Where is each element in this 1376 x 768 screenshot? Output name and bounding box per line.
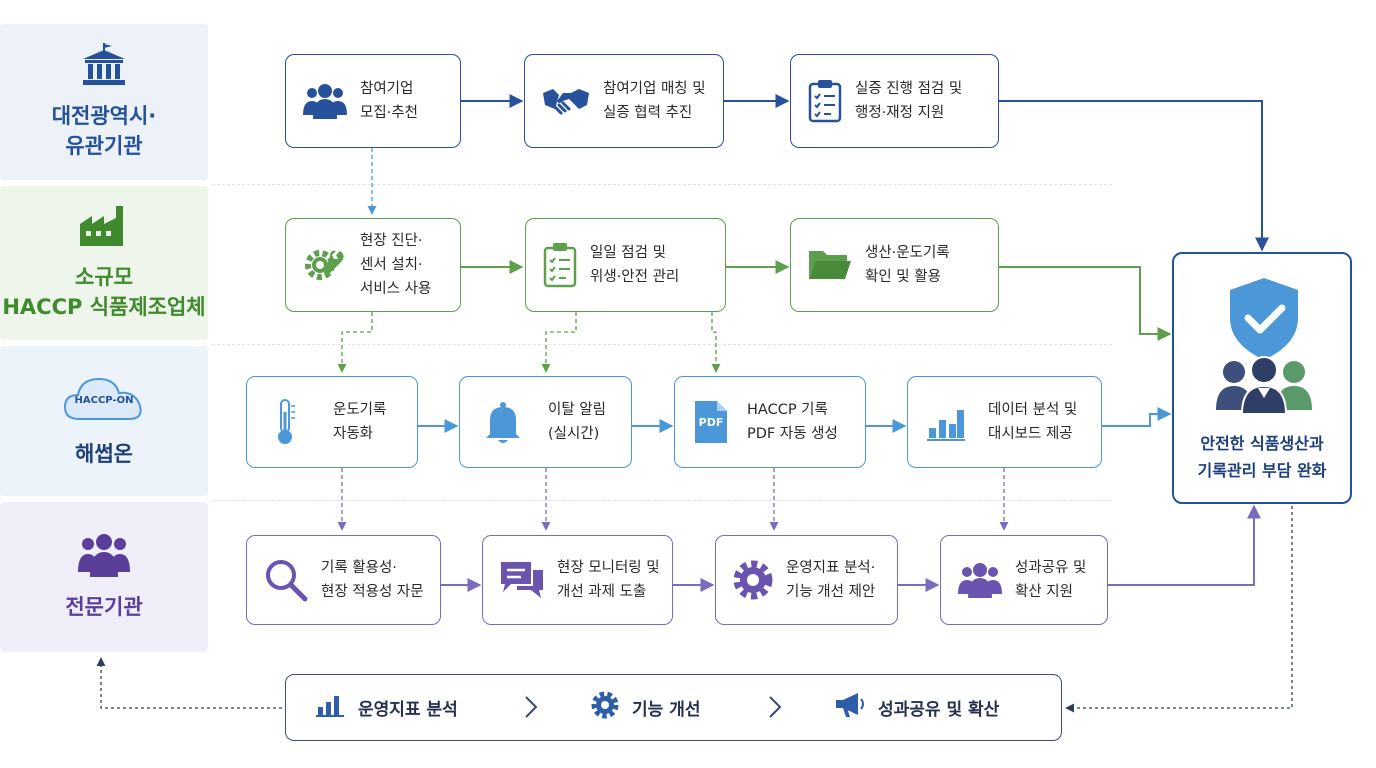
separator <box>212 500 1112 501</box>
haccpon-box-temp: 운도기록 자동화 <box>246 376 418 468</box>
government-building-icon <box>79 43 129 91</box>
lane-expert-label: 전문기관 <box>65 595 143 619</box>
cycle-bar: 운영지표 분석 기능 개선 성과공유 및 확산 <box>285 674 1062 741</box>
lane-gov: 대전광역시· 유관기관 <box>0 24 208 180</box>
cycle-item-share: 성과공유 및 확산 <box>834 675 999 739</box>
company-box-records-text: 생산·운도기록 확인 및 활용 <box>865 245 950 285</box>
haccpon-box-alert: 이탈 알림 (실시간) <box>459 376 632 468</box>
haccpon-box-pdf: PDF HACCP 기록 PDF 자동 생성 <box>674 376 866 468</box>
folder-icon <box>807 247 853 283</box>
pdf-icon: PDF <box>693 399 729 445</box>
cycle-item-analysis: 운영지표 분석 <box>316 675 458 739</box>
company-box-inspection: 일일 점검 및 위생·안전 관리 <box>525 218 726 312</box>
result-text: 안전한 식품생산과 기록관리 부담 완화 <box>1197 434 1327 480</box>
company-box-records: 생산·운도기록 확인 및 활용 <box>790 218 999 312</box>
expert-box-monitoring: 현장 모니터링 및 개선 과제 도출 <box>482 535 673 625</box>
bell-icon <box>482 400 524 444</box>
cycle-item-share-label: 성과공유 및 확산 <box>878 699 1000 720</box>
haccpon-box-dashboard: 데이터 분석 및 대시보드 제공 <box>907 376 1102 468</box>
cycle-item-analysis-label: 운영지표 분석 <box>358 699 458 720</box>
expert-box-indicator-text: 운영지표 분석· 기능 개선 제안 <box>786 560 876 600</box>
factory-icon <box>78 204 130 252</box>
haccp-on-badge: HACCP-ON <box>74 395 134 406</box>
haccpon-box-temp-text: 운도기록 자동화 <box>333 402 387 442</box>
gov-box-support: 실증 진행 점검 및 행정·재정 지원 <box>790 54 999 148</box>
people-group-icon <box>76 532 132 582</box>
pdf-icon-label: PDF <box>698 416 724 429</box>
gear-icon <box>590 690 620 724</box>
megaphone-icon <box>834 691 866 723</box>
gear-icon <box>732 559 774 601</box>
expert-box-sharing: 성과공유 및 확산 지원 <box>940 535 1108 625</box>
magnifier-icon <box>263 557 309 603</box>
chevron-right-icon <box>524 695 538 725</box>
gov-box-recruit-text: 참여기업 모집·추천 <box>360 81 418 121</box>
lane-haccpon-label: 해썹온 <box>75 442 133 466</box>
separator <box>212 344 1112 345</box>
bar-chart-icon <box>926 402 966 442</box>
lane-gov-label: 대전광역시· 유관기관 <box>51 104 157 158</box>
company-box-install: 현장 진단· 센서 설치· 서비스 사용 <box>285 218 461 312</box>
shield-check-users-icon <box>1212 274 1316 422</box>
cloud-icon: HACCP-ON <box>61 373 147 429</box>
gov-box-support-text: 실증 진행 점검 및 행정·재정 지원 <box>855 81 963 121</box>
users-icon <box>302 81 348 121</box>
lane-company: 소규모 HACCP 식품제조업체 <box>0 186 208 340</box>
expert-box-indicator: 운영지표 분석· 기능 개선 제안 <box>715 535 898 625</box>
haccpon-box-alert-text: 이탈 알림 (실시간) <box>548 402 606 442</box>
chat-bubbles-icon <box>499 560 545 600</box>
gov-box-matching: 참여기업 매칭 및 실증 협력 추진 <box>524 54 724 148</box>
handshake-icon <box>541 83 591 119</box>
company-box-inspection-text: 일일 점검 및 위생·안전 관리 <box>590 245 680 285</box>
clipboard-list-icon <box>542 242 578 288</box>
expert-box-sharing-text: 성과공유 및 확산 지원 <box>1015 560 1087 600</box>
expert-box-advice: 기록 활용성· 현장 적용성 자문 <box>246 535 441 625</box>
cycle-item-improve-label: 기능 개선 <box>632 699 701 720</box>
lane-company-label: 소규모 HACCP 식품제조업체 <box>2 265 206 319</box>
chevron-right-icon <box>768 695 782 725</box>
users-icon <box>957 560 1003 600</box>
thermometer-icon <box>273 398 297 446</box>
gear-wrench-icon <box>302 243 348 287</box>
gov-box-matching-text: 참여기업 매칭 및 실증 협력 추진 <box>603 81 706 121</box>
lane-expert: 전문기관 <box>0 502 208 652</box>
lane-haccpon: HACCP-ON 해썹온 <box>0 346 208 496</box>
clipboard-check-icon <box>807 79 843 123</box>
haccpon-box-pdf-text: HACCP 기록 PDF 자동 생성 <box>747 402 838 442</box>
haccpon-box-dashboard-text: 데이터 분석 및 대시보드 제공 <box>988 402 1078 442</box>
gov-box-recruit: 참여기업 모집·추천 <box>285 54 461 148</box>
separator <box>212 184 1112 185</box>
cycle-item-improve: 기능 개선 <box>590 675 700 739</box>
company-box-install-text: 현장 진단· 센서 설치· 서비스 사용 <box>360 233 432 297</box>
result-box: 안전한 식품생산과 기록관리 부담 완화 <box>1172 252 1352 504</box>
expert-box-monitoring-text: 현장 모니터링 및 개선 과제 도출 <box>557 560 660 600</box>
bar-chart-icon <box>316 693 346 721</box>
expert-box-advice-text: 기록 활용성· 현장 적용성 자문 <box>321 560 424 600</box>
